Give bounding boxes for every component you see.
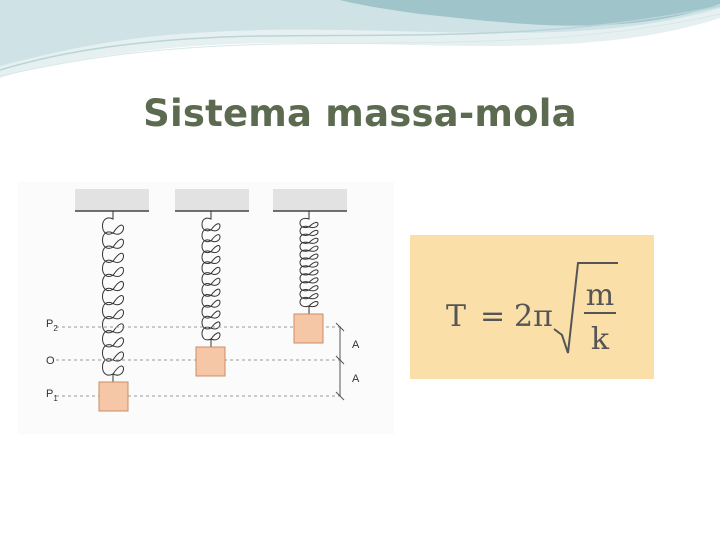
support-block-1: [75, 189, 149, 211]
spring-mass-diagram: P2 O P1 A A: [18, 182, 394, 434]
mass-block-1: [98, 381, 129, 412]
label-p1: P1: [46, 388, 58, 403]
amplitude-label-upper: A: [352, 339, 360, 351]
spring-1: [102, 211, 124, 382]
formula-period-symbol: T: [446, 299, 466, 334]
mass-block-2: [195, 346, 226, 377]
page-title: Sistema massa-mola: [143, 92, 577, 135]
ceiling-supports: [75, 189, 347, 212]
period-formula: T = 2π m k: [446, 262, 618, 357]
springs: [102, 211, 319, 382]
spring-3: [299, 211, 319, 314]
formula-numerator: m: [586, 278, 614, 313]
formula-denominator: k: [591, 322, 610, 357]
support-block-3: [273, 189, 347, 211]
formula-equals-sign: =: [480, 299, 505, 334]
formula-panel: T = 2π m k: [410, 235, 654, 379]
label-origin: O: [46, 355, 55, 367]
square-root-sign: [553, 262, 618, 354]
amplitude-label-lower: A: [352, 373, 360, 385]
label-p2: P2: [46, 318, 58, 333]
header-banner: [0, 0, 720, 78]
formula-coefficient: 2π: [514, 299, 553, 334]
support-block-2: [175, 189, 249, 211]
amplitude-markers: [335, 322, 345, 401]
spring-2: [201, 211, 221, 347]
mass-block-3: [293, 313, 324, 344]
